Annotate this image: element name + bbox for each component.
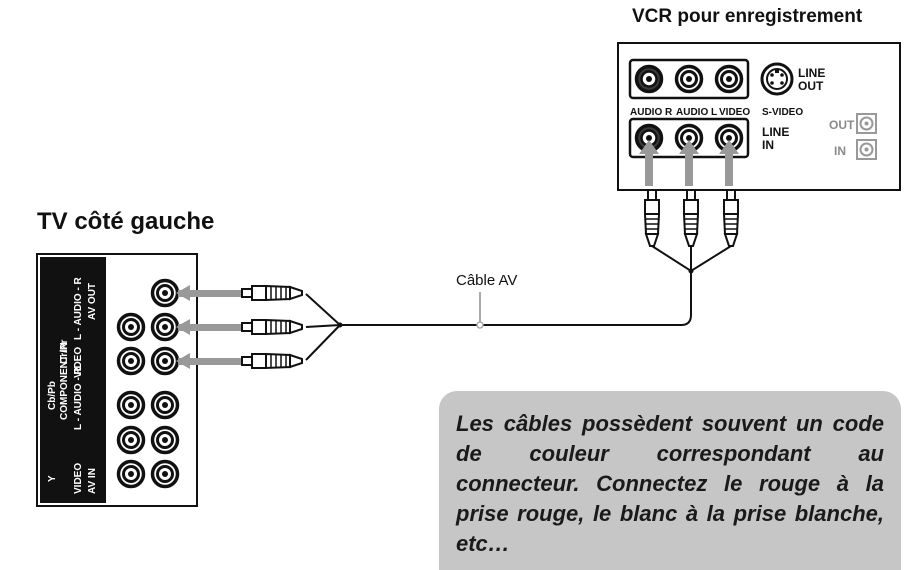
tv-jack-r3-c2[interactable]: [150, 346, 180, 376]
vcr-audio-l-out-jack[interactable]: [674, 64, 704, 94]
arrow-left-icon: [176, 353, 242, 369]
rca-plug-icon: [241, 319, 303, 335]
tv-audio-lr-comp-label: L - AUDIO - R: [73, 366, 84, 430]
vcr-panel: LINE OUT AUDIO R AUDIO L VIDEO S-VIDEO L…: [617, 42, 901, 191]
tv-audio-lr-top-label: L - AUDIO - R: [73, 276, 84, 340]
vcr-video-out-jack[interactable]: [714, 64, 744, 94]
arrow-up-icon: [719, 140, 739, 186]
tv-av-out-label: AV OUT: [87, 283, 98, 320]
tv-jack-r6-c2[interactable]: [150, 459, 180, 489]
vcr-line-in-label-1: LINE: [762, 125, 789, 139]
cable-label-dot: [476, 321, 484, 329]
tv-input-arrows: [176, 285, 242, 369]
cable-label: Câble AV: [456, 272, 518, 289]
rca-plug-icon: [723, 189, 739, 247]
tv-panel: L - AUDIO - R AV OUT VIDEO Cr/Pr Cb/Pb C…: [36, 253, 198, 507]
note-text: Les câbles possèdent souvent un code de …: [456, 411, 884, 556]
rca-plug-icon: [241, 353, 303, 369]
tv-jack-r4-c2[interactable]: [150, 390, 180, 420]
note-box: Les câbles possèdent souvent un code de …: [439, 391, 901, 570]
tv-y-label: Y: [47, 475, 58, 482]
tv-jack-r4-c1[interactable]: [116, 390, 146, 420]
tv-jack-r3-c1[interactable]: [116, 346, 146, 376]
vcr-audio-l-label: AUDIO L: [676, 107, 717, 118]
rca-plug-icon: [644, 189, 660, 247]
vcr-side-plugs: [644, 189, 739, 247]
vcr-line-out-label-1: LINE: [798, 66, 825, 80]
cable-junction-vcr: [688, 268, 694, 274]
arrow-left-icon: [176, 319, 242, 335]
rca-plug-icon: [683, 189, 699, 247]
tv-av-in-label: AV IN: [87, 468, 98, 494]
vcr-input-arrows: [639, 140, 739, 186]
tv-video-bottom-label: VIDEO: [73, 463, 84, 494]
tv-jack-r5-c2[interactable]: [150, 425, 180, 455]
tv-title: TV côté gauche: [37, 208, 215, 235]
vcr-line-in-label-2: IN: [762, 138, 774, 152]
tv-video-top-label: VIDEO: [73, 347, 84, 378]
arrow-up-icon: [639, 140, 659, 186]
tv-side-plugs: [241, 285, 303, 369]
vcr-rf-in-jack[interactable]: [856, 139, 877, 160]
vcr-line-out-label-2: OUT: [798, 79, 824, 93]
tv-jack-r1-c2[interactable]: [150, 278, 180, 308]
vcr-audio-r-label: AUDIO R: [630, 107, 673, 118]
av-cable: [305, 245, 732, 361]
vcr-s-video-jack[interactable]: [760, 62, 794, 96]
tv-jack-r6-c1[interactable]: [116, 459, 146, 489]
tv-jack-r5-c1[interactable]: [116, 425, 146, 455]
vcr-video-label: VIDEO: [719, 107, 750, 118]
tv-component-in-label: COMPONENT IN: [59, 342, 70, 420]
tv-jack-r2-c1[interactable]: [116, 312, 146, 342]
arrow-up-icon: [679, 140, 699, 186]
cable-junction-tv: [337, 322, 343, 328]
arrow-left-icon: [176, 285, 242, 301]
vcr-rf-out-label: OUT: [829, 118, 855, 132]
rca-plug-icon: [241, 285, 303, 301]
tv-jack-r2-c2[interactable]: [150, 312, 180, 342]
tv-cr-label: Cr/Pr: [59, 339, 70, 364]
vcr-rf-out-jack[interactable]: [856, 113, 877, 134]
vcr-audio-r-out-jack[interactable]: [634, 64, 664, 94]
vcr-rf-in-label: IN: [834, 144, 846, 158]
vcr-s-video-label: S-VIDEO: [762, 107, 803, 118]
tv-cb-label: Cb/Pb: [47, 381, 58, 410]
vcr-title: VCR pour enregistrement: [632, 6, 863, 27]
tv-label-strip: [40, 257, 106, 503]
